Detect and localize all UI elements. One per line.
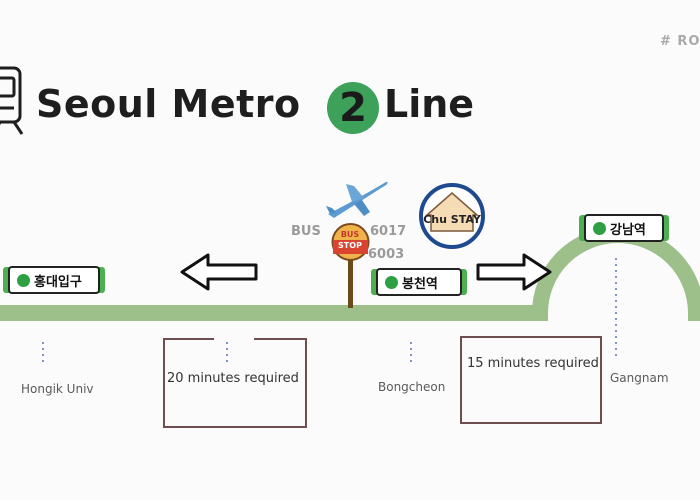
title-text-prefix: Seoul Metro xyxy=(36,82,301,126)
travel-time-left: 20 minutes required xyxy=(167,371,299,386)
station-name-gangnam: 강남역 xyxy=(610,222,646,238)
arrow-left-icon xyxy=(180,253,258,291)
station-caption-hongik: Hongik Univ xyxy=(21,382,94,396)
station-dot-icon xyxy=(593,221,606,235)
hotel-name: Chu STAY xyxy=(423,213,481,226)
bus-route-2: 6003 xyxy=(368,247,405,262)
box-gap xyxy=(214,336,254,342)
station-gangnam[interactable]: 강남역 xyxy=(584,214,664,242)
line-number-badge: 2 xyxy=(327,82,379,134)
station-caption-bongcheon: Bongcheon xyxy=(378,380,446,394)
bus-route-1: 6017 xyxy=(370,224,407,239)
travel-time-box-right xyxy=(460,336,602,424)
airplane-icon xyxy=(326,181,388,218)
bus-stop-icon: BUS STOP xyxy=(330,222,370,310)
station-dot-icon xyxy=(385,275,398,289)
hashtag-label: # ROA xyxy=(660,34,700,49)
arrow-right-icon xyxy=(476,253,552,291)
dotted-guides xyxy=(42,258,617,362)
bus-stop-sign-top: BUS xyxy=(340,230,360,239)
station-hongik[interactable]: 홍대입구 xyxy=(8,266,100,294)
hotel-house-icon xyxy=(419,183,485,249)
station-bongcheon[interactable]: 봉천역 xyxy=(376,268,462,296)
station-dot-icon xyxy=(17,273,30,287)
bus-label: BUS xyxy=(291,224,321,239)
bus-stop-sign-bottom: STOP xyxy=(338,241,362,250)
title-text-suffix: Line xyxy=(384,82,475,126)
station-caption-gangnam: Gangnam xyxy=(610,371,669,385)
travel-time-right: 15 minutes required xyxy=(467,356,599,371)
train-icon xyxy=(0,66,24,135)
station-name-hongik: 홍대입구 xyxy=(34,274,82,290)
station-name-bongcheon: 봉천역 xyxy=(402,276,438,292)
title-row: Seoul Metro 2 Line xyxy=(0,62,700,142)
